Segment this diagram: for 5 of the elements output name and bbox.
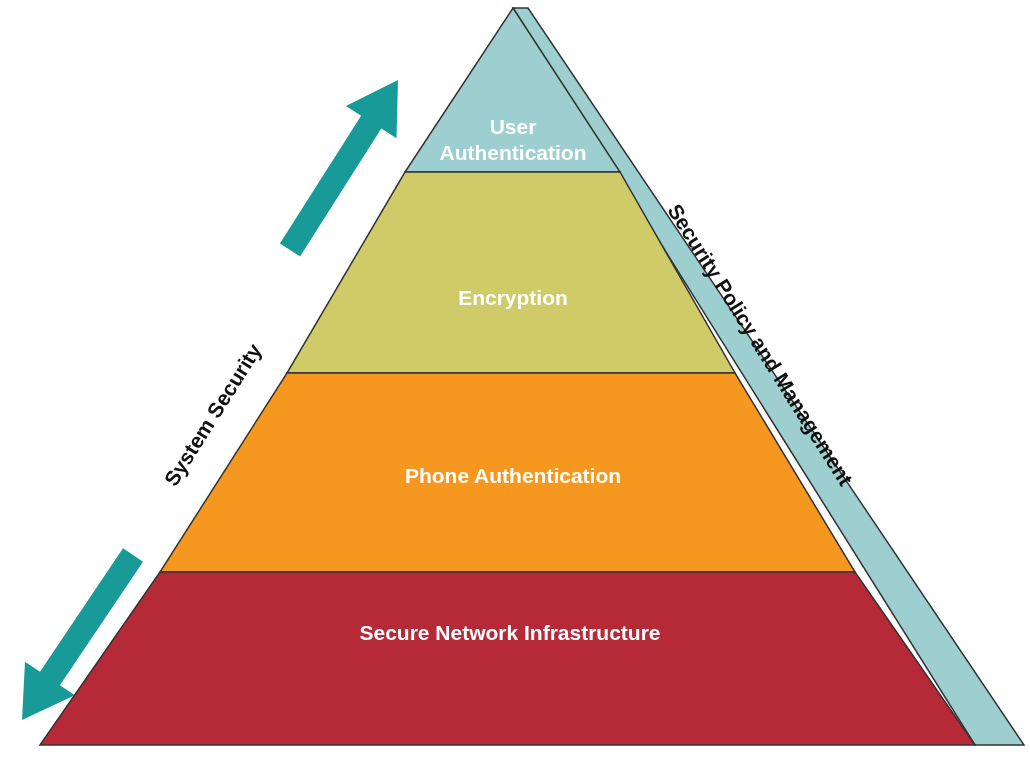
pyramid-tier	[40, 572, 975, 745]
tier-label: Encryption	[458, 285, 568, 311]
tier-label: Secure Network Infrastructure	[359, 620, 661, 646]
tier-label: Phone Authentication	[404, 463, 622, 489]
tier-label: User Authentication	[438, 114, 588, 166]
